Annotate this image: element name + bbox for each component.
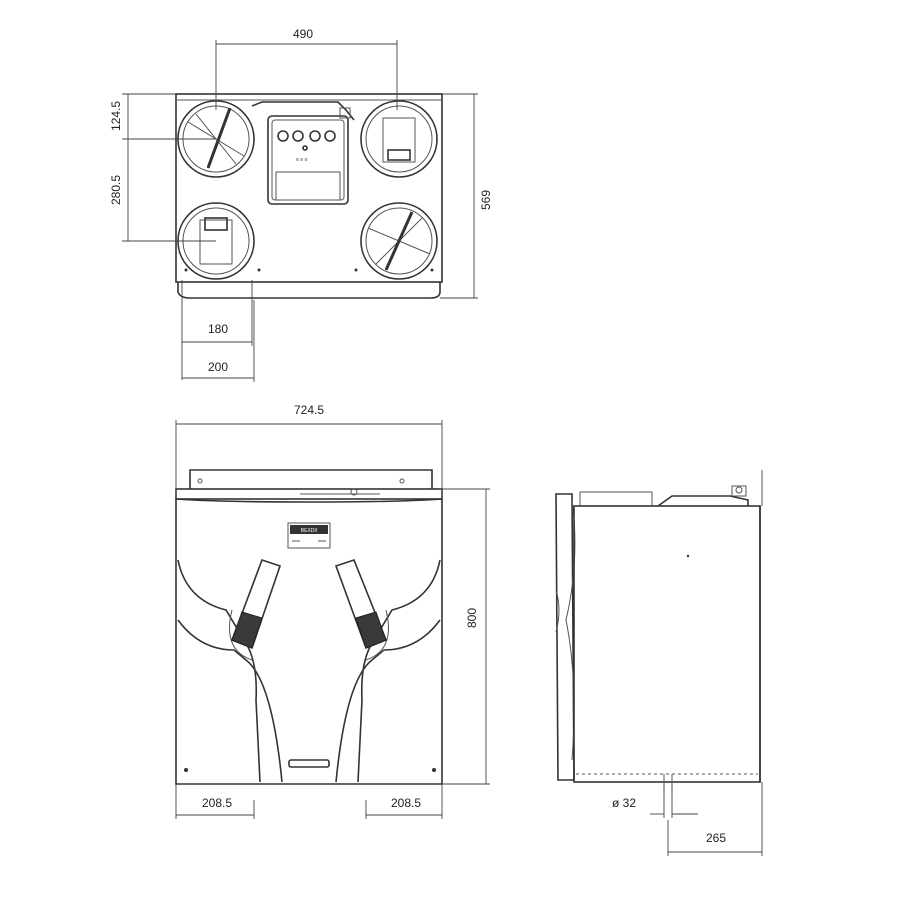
- front-casing: [175, 498, 443, 785]
- dim-208-5-right-label: 208.5: [391, 796, 421, 810]
- panel-label: ≡ ≡ ≡: [296, 157, 308, 163]
- duct-top-right: [360, 100, 438, 178]
- dim-800: 800: [442, 488, 490, 785]
- dim-124-5: 124.5: [109, 93, 216, 140]
- front-display: BEXDII: [287, 522, 331, 549]
- dim-265: 265: [667, 782, 763, 856]
- dim-drain-diameter: ø 32: [612, 784, 698, 818]
- dim-drain-diameter-label: ø 32: [612, 796, 636, 810]
- dim-208-5-left-label: 208.5: [202, 796, 232, 810]
- top-view-casing: [175, 93, 443, 283]
- duct-bottom-left: [177, 202, 255, 280]
- dim-800-label: 800: [465, 608, 479, 628]
- dim-180: 180: [181, 280, 253, 380]
- dim-200-label: 200: [208, 360, 228, 374]
- side-front-panel: [555, 493, 575, 781]
- top-view: ≡ ≡ ≡: [175, 93, 443, 299]
- dim-490-label: 490: [293, 27, 313, 41]
- dim-280-5-label: 280.5: [109, 175, 123, 205]
- dim-569-label: 569: [479, 190, 493, 210]
- dim-280-5: 280.5: [109, 139, 216, 242]
- dim-265-label: 265: [706, 831, 726, 845]
- dim-180-label: 180: [208, 322, 228, 336]
- dim-208-5-left: 208.5: [175, 784, 255, 819]
- left-handle: [230, 558, 282, 650]
- side-body: [573, 505, 761, 783]
- right-handle: [334, 559, 388, 650]
- top-view-base: [177, 282, 441, 299]
- front-bottom-slot: [288, 759, 330, 768]
- dim-490: 490: [215, 27, 398, 110]
- dim-200: 200: [182, 300, 255, 382]
- dim-724-5-label: 724.5: [294, 403, 324, 417]
- dim-208-5-right: 208.5: [365, 784, 443, 819]
- side-view: [555, 470, 763, 794]
- mounting-bracket: [189, 469, 433, 489]
- power-cable: [251, 101, 355, 121]
- display-label: BEXDII: [301, 528, 317, 534]
- control-panel: ≡ ≡ ≡: [267, 115, 349, 205]
- dim-124-5-label: 124.5: [109, 101, 123, 131]
- dim-724-5: 724.5: [175, 403, 443, 499]
- duct-bottom-right: [360, 202, 438, 280]
- dim-569: 569: [440, 93, 493, 299]
- front-view: BEXDII: [175, 469, 443, 785]
